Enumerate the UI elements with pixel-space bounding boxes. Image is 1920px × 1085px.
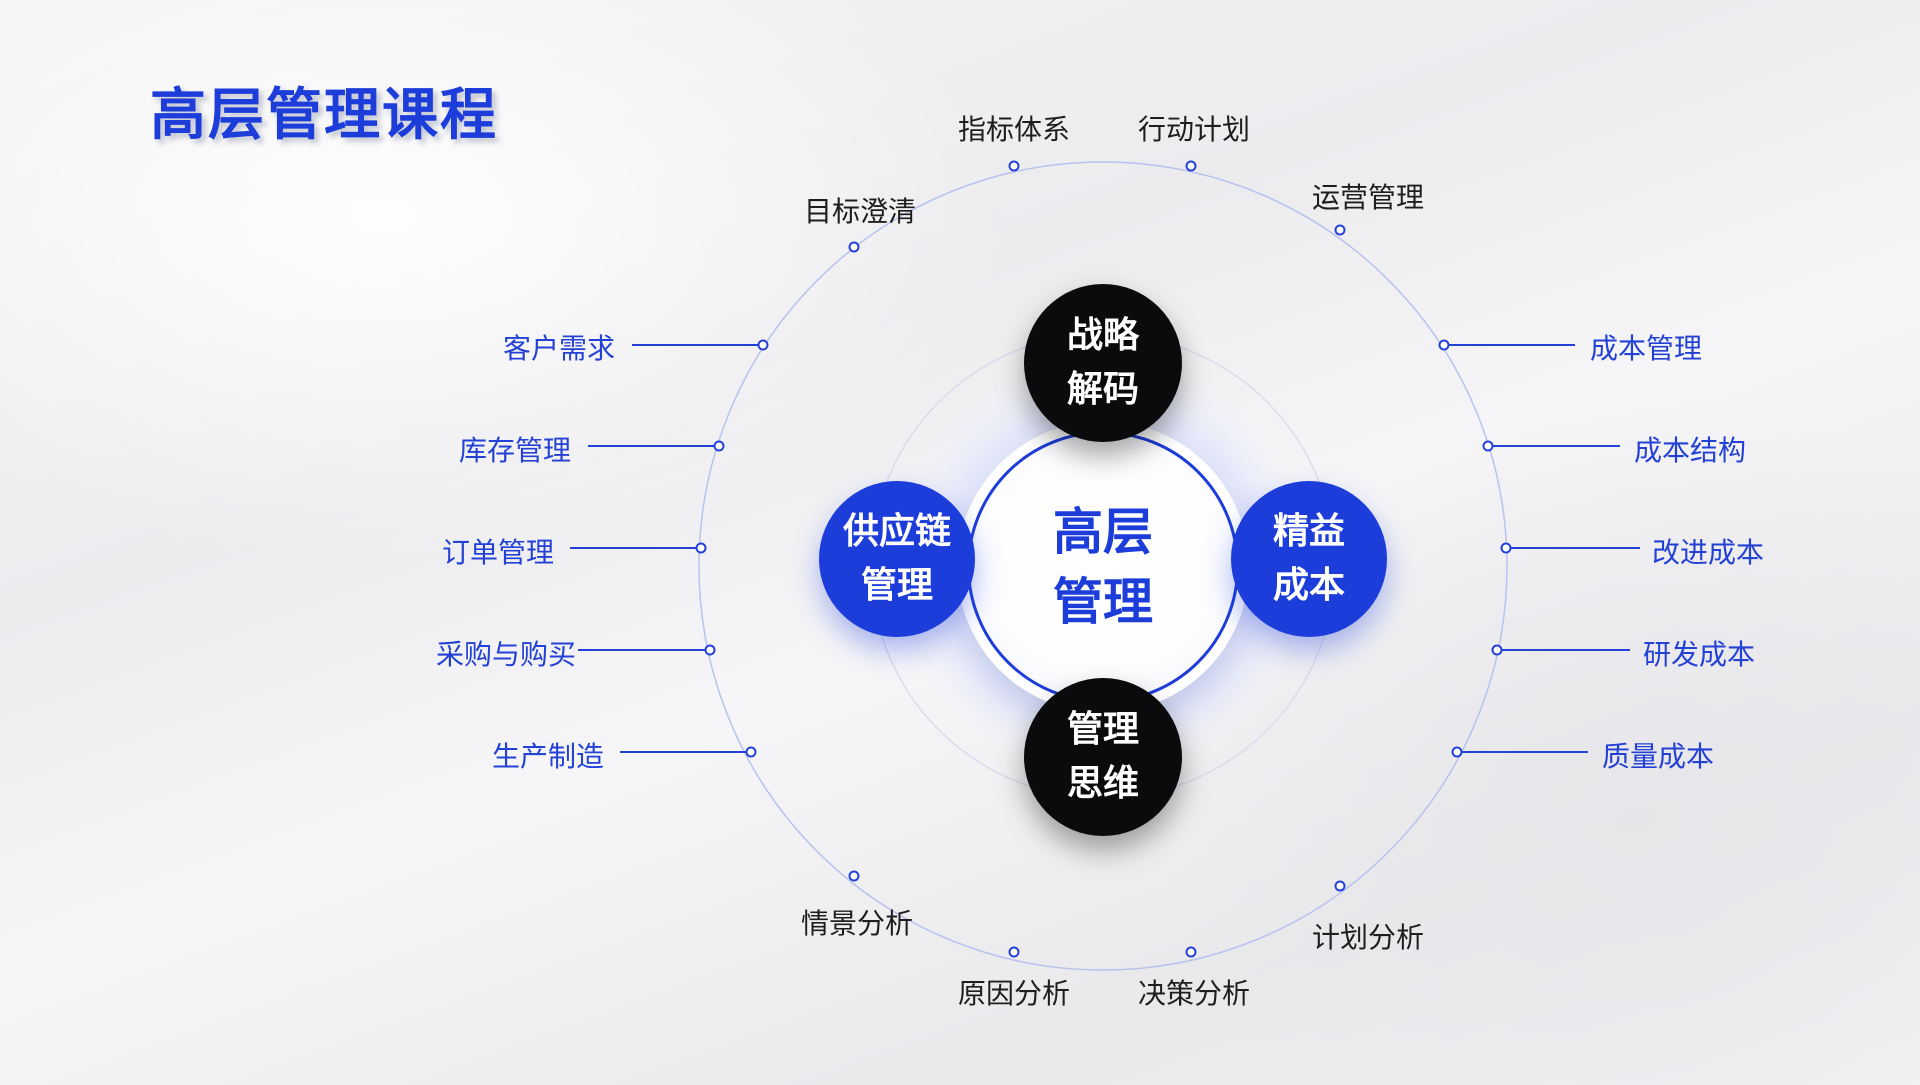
pillar-label: 思维 xyxy=(1066,763,1139,804)
ring-marker xyxy=(713,440,725,452)
ring-marker xyxy=(695,542,707,554)
label-top: 运营管理 xyxy=(1311,181,1425,214)
pillar-label: 精益 xyxy=(1272,511,1345,552)
label-left: 采购与购买 xyxy=(435,638,576,671)
pillar-management-thinking: 管理 思维 xyxy=(1024,678,1182,836)
label-left: 生产制造 xyxy=(491,740,604,773)
label-right: 研发成本 xyxy=(1643,638,1756,671)
label-left: 库存管理 xyxy=(458,434,571,467)
ring-marker xyxy=(1482,440,1494,452)
pillar-strategy-decoding: 战略 解码 xyxy=(1024,284,1182,442)
label-right: 改进成本 xyxy=(1652,536,1765,569)
label-bottom: 原因分析 xyxy=(957,977,1071,1010)
ring-marker xyxy=(1451,746,1463,758)
ring-marker xyxy=(848,870,860,882)
ring-marker xyxy=(848,241,860,253)
outer-ring xyxy=(698,161,1508,971)
ring-marker xyxy=(745,746,757,758)
ring-marker xyxy=(1008,160,1020,172)
ring-marker xyxy=(757,339,769,351)
label-right: 成本管理 xyxy=(1590,332,1703,365)
ring-marker xyxy=(1185,160,1197,172)
pillar-label: 战略 xyxy=(1066,315,1139,356)
core-circle: 高层 管理 xyxy=(967,431,1239,703)
ring-marker xyxy=(1438,339,1450,351)
label-left: 订单管理 xyxy=(441,536,554,569)
pillar-supply-chain: 供应链 管理 xyxy=(819,481,975,637)
pillar-label: 解码 xyxy=(1066,369,1139,410)
label-bottom: 决策分析 xyxy=(1137,977,1251,1010)
page-title: 高层管理课程 xyxy=(150,83,498,148)
pillar-label: 成本 xyxy=(1272,565,1345,606)
label-left: 客户需求 xyxy=(502,332,615,365)
ring-marker xyxy=(704,644,716,656)
pillar-label: 管理 xyxy=(1066,709,1139,750)
ring-marker xyxy=(1334,880,1346,892)
ring-marker xyxy=(1008,946,1020,958)
label-top: 目标澄清 xyxy=(803,195,917,228)
label-right: 成本结构 xyxy=(1634,434,1747,467)
ring-marker xyxy=(1491,644,1503,656)
ring-marker xyxy=(1500,542,1512,554)
ring-marker xyxy=(1185,946,1197,958)
ring-marker xyxy=(1334,224,1346,236)
label-bottom: 计划分析 xyxy=(1311,921,1425,954)
core-text-line2: 管理 xyxy=(1053,573,1153,631)
core-text-line1: 高层 xyxy=(1053,503,1153,561)
label-top: 指标体系 xyxy=(957,113,1071,146)
label-bottom: 情景分析 xyxy=(800,907,914,940)
pillar-lean-cost: 精益 成本 xyxy=(1231,481,1387,637)
pillar-label: 管理 xyxy=(860,565,933,606)
label-right: 质量成本 xyxy=(1602,740,1715,773)
label-top: 行动计划 xyxy=(1137,113,1251,146)
pillar-label: 供应链 xyxy=(842,511,951,552)
